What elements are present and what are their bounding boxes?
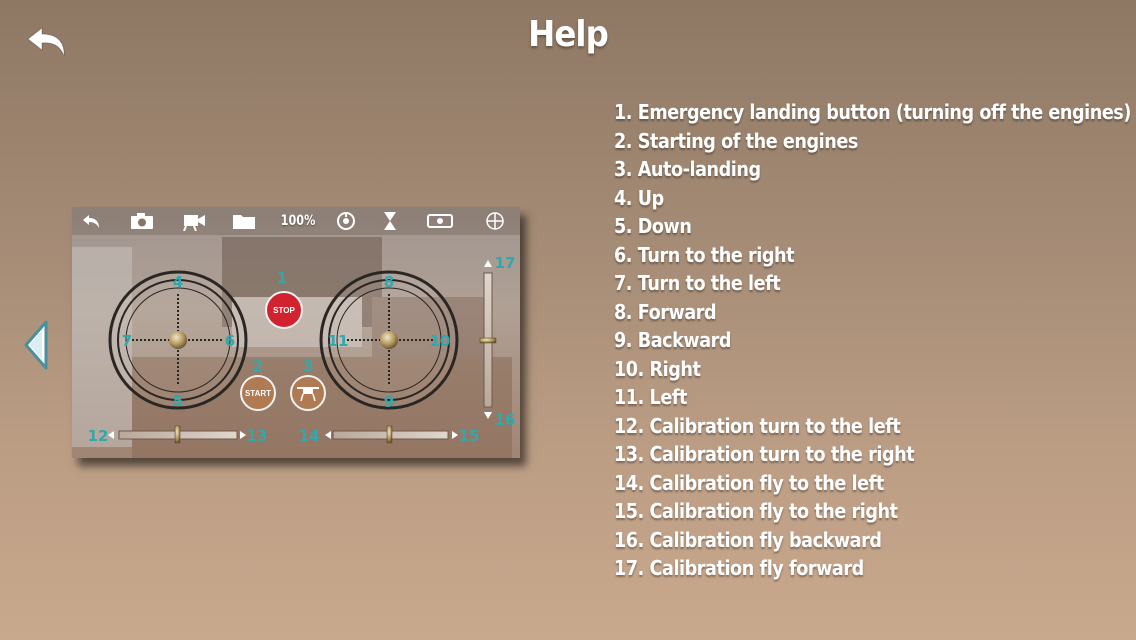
callout-8: 8 (384, 273, 394, 291)
controls-overlay: STOP START (88, 254, 516, 445)
list-item: 7. Turn to the left (614, 271, 781, 295)
hourglass-icon (380, 210, 400, 232)
auto-landing-button[interactable] (290, 375, 326, 411)
callout-6: 6 (225, 332, 235, 350)
list-item: 11. Left (614, 385, 688, 409)
callout-15: 15 (459, 427, 480, 445)
zoom-label: 100% (280, 213, 316, 229)
callout-4: 4 (173, 273, 183, 291)
help-legend-list: 1. Emergency landing button (turning off… (614, 98, 1131, 583)
list-item: 14. Calibration fly to the left (614, 470, 884, 495)
camera-icon (128, 210, 156, 232)
right-joystick[interactable] (319, 270, 459, 410)
vertical-trim-slider[interactable] (479, 260, 497, 419)
list-item: 2. Starting of the engines (614, 128, 858, 153)
callout-7: 7 (122, 332, 132, 350)
list-item: 9. Backward (614, 328, 732, 352)
callout-9: 9 (384, 393, 394, 411)
chevron-left-icon (24, 320, 48, 370)
previous-page-button[interactable] (22, 320, 50, 370)
callout-14: 14 (299, 427, 320, 445)
back-button[interactable] (24, 22, 74, 62)
list-item: 15. Calibration fly to the right (614, 499, 898, 523)
callout-10: 10 (430, 332, 451, 350)
callout-13: 13 (247, 427, 268, 445)
left-joystick[interactable] (108, 270, 248, 410)
stop-label: STOP (273, 306, 295, 315)
left-trim-slider[interactable] (108, 425, 246, 444)
start-button[interactable]: START (240, 375, 276, 411)
crosshair-icon (484, 210, 506, 232)
undo-arrow-icon (27, 26, 65, 57)
drone-icon (297, 387, 319, 402)
callout-2: 2 (253, 357, 263, 375)
folder-icon (230, 210, 258, 232)
callout-11: 11 (328, 332, 349, 350)
callout-1: 1 (277, 269, 287, 287)
list-item: 17. Calibration fly forward (614, 556, 864, 580)
right-trim-slider[interactable] (325, 425, 458, 444)
start-label: START (245, 389, 271, 398)
video-camera-icon (180, 210, 208, 232)
callout-5: 5 (173, 392, 183, 410)
list-item: 10. Right (614, 356, 701, 381)
undo-icon (80, 210, 104, 232)
list-item: 8. Forward (614, 299, 717, 324)
list-item: 5. Down (614, 214, 692, 238)
list-item: 13. Calibration turn to the right (614, 442, 915, 466)
list-item: 3. Auto-landing (614, 157, 761, 181)
callout-16: 16 (495, 411, 516, 429)
controls-preview-image: 100% (72, 207, 520, 458)
callout-3: 3 (303, 357, 313, 375)
list-item: 1. Emergency landing button (turning off… (614, 100, 1131, 124)
stop-button[interactable]: STOP (265, 291, 303, 329)
preview-toolbar: 100% (72, 207, 520, 235)
list-item: 12. Calibration turn to the left (614, 413, 901, 438)
callout-12: 12 (88, 427, 109, 445)
list-item: 4. Up (614, 185, 664, 210)
callout-17: 17 (495, 254, 516, 272)
vr-headset-icon (426, 210, 454, 232)
list-item: 6. Turn to the right (614, 242, 795, 267)
gyro-icon (334, 210, 358, 232)
list-item: 16. Calibration fly backward (614, 527, 882, 552)
page-title: Help (528, 14, 609, 55)
